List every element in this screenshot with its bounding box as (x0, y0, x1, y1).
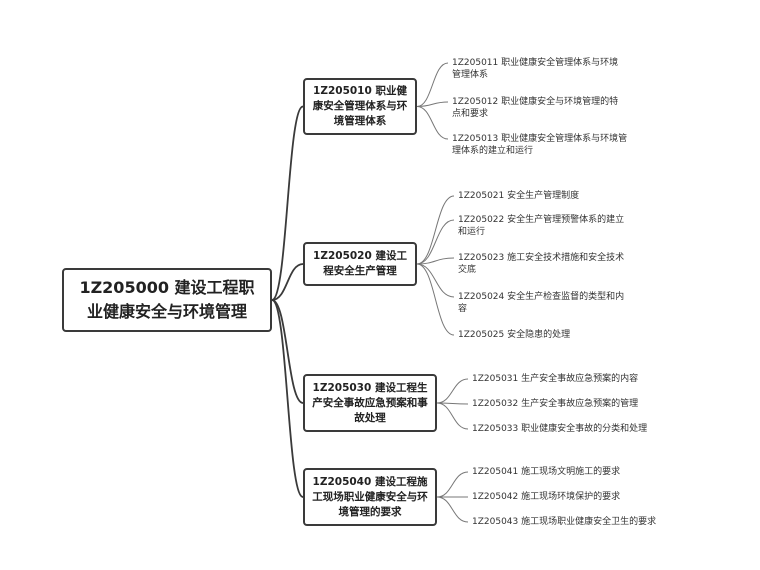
leaf-topic-1z205024[interactable]: 1Z205024 安全生产检查监督的类型和内容 (458, 292, 625, 314)
leaf-topic-1z205041[interactable]: 1Z205041 施工现场文明施工的要求 (472, 467, 621, 477)
branch-leaf-connector (416, 219, 455, 265)
leaf-topic-1z205013[interactable]: 1Z205013 职业健康安全管理体系与环境管理体系的建立和运行 (452, 134, 628, 156)
branch-topic-1z205040[interactable]: 1Z205040 建设工程施工现场职业健康安全与环境管理的要求 (303, 468, 437, 526)
branch-leaf-connector (416, 101, 449, 107)
branch-leaf-connector (436, 471, 469, 498)
branch-label: 1Z205040 建设工程施工现场职业健康安全与环境管理的要求 (312, 475, 428, 518)
branch-leaf-connector (416, 263, 455, 298)
leaf-topic-1z205032[interactable]: 1Z205032 生产安全事故应急预案的管理 (472, 399, 639, 409)
leaf-topic-1z205023[interactable]: 1Z205023 施工安全技术措施和安全技术交底 (458, 253, 625, 275)
leaf-topic-1z205033[interactable]: 1Z205033 职业健康安全事故的分类和处理 (472, 424, 648, 434)
root-branch-connector (271, 299, 304, 498)
branch-leaf-connector (436, 496, 469, 523)
leaf-topic-1z205031[interactable]: 1Z205031 生产安全事故应急预案的内容 (472, 374, 639, 384)
leaf-topic-1z205042[interactable]: 1Z205042 施工现场环境保护的要求 (472, 492, 621, 502)
branch-label: 1Z205010 职业健康安全管理体系与环境管理体系 (312, 85, 408, 127)
branch-leaf-connector (416, 257, 455, 265)
root-branch-connector (271, 299, 304, 404)
root-topic[interactable]: 1Z205000 建设工程职业健康安全与环境管理 (62, 268, 272, 332)
leaf-topic-1z205022[interactable]: 1Z205022 安全生产管理预警体系的建立和运行 (458, 215, 625, 237)
branch-label: 1Z205020 建设工程安全生产管理 (313, 250, 407, 277)
branch-topic-1z205030[interactable]: 1Z205030 建设工程生产安全事故应急预案和事故处理 (303, 374, 437, 432)
root-branch-connector (271, 263, 304, 301)
branch-topic-1z205010[interactable]: 1Z205010 职业健康安全管理体系与环境管理体系 (303, 78, 417, 135)
leaf-topic-1z205011[interactable]: 1Z205011 职业健康安全管理体系与环境管理体系 (452, 58, 619, 80)
branch-leaf-connector (436, 378, 469, 404)
branch-leaf-connector (436, 402, 469, 430)
leaf-topic-1z205043[interactable]: 1Z205043 施工现场职业健康安全卫生的要求 (472, 517, 657, 527)
branch-label: 1Z205030 建设工程生产安全事故应急预案和事故处理 (312, 381, 428, 424)
leaf-topic-1z205025[interactable]: 1Z205025 安全隐患的处理 (458, 330, 571, 340)
root-topic-label: 1Z205000 建设工程职业健康安全与环境管理 (79, 278, 255, 321)
branch-leaf-connector (416, 62, 449, 107)
branch-topic-1z205020[interactable]: 1Z205020 建设工程安全生产管理 (303, 242, 417, 286)
leaf-topic-1z205012[interactable]: 1Z205012 职业健康安全与环境管理的特点和要求 (452, 97, 619, 119)
leaf-topic-1z205021[interactable]: 1Z205021 安全生产管理制度 (458, 191, 580, 201)
branch-leaf-connector (416, 106, 449, 140)
branch-leaf-connector (416, 195, 455, 265)
branch-leaf-connector (416, 263, 455, 336)
root-branch-connector (271, 105, 304, 301)
